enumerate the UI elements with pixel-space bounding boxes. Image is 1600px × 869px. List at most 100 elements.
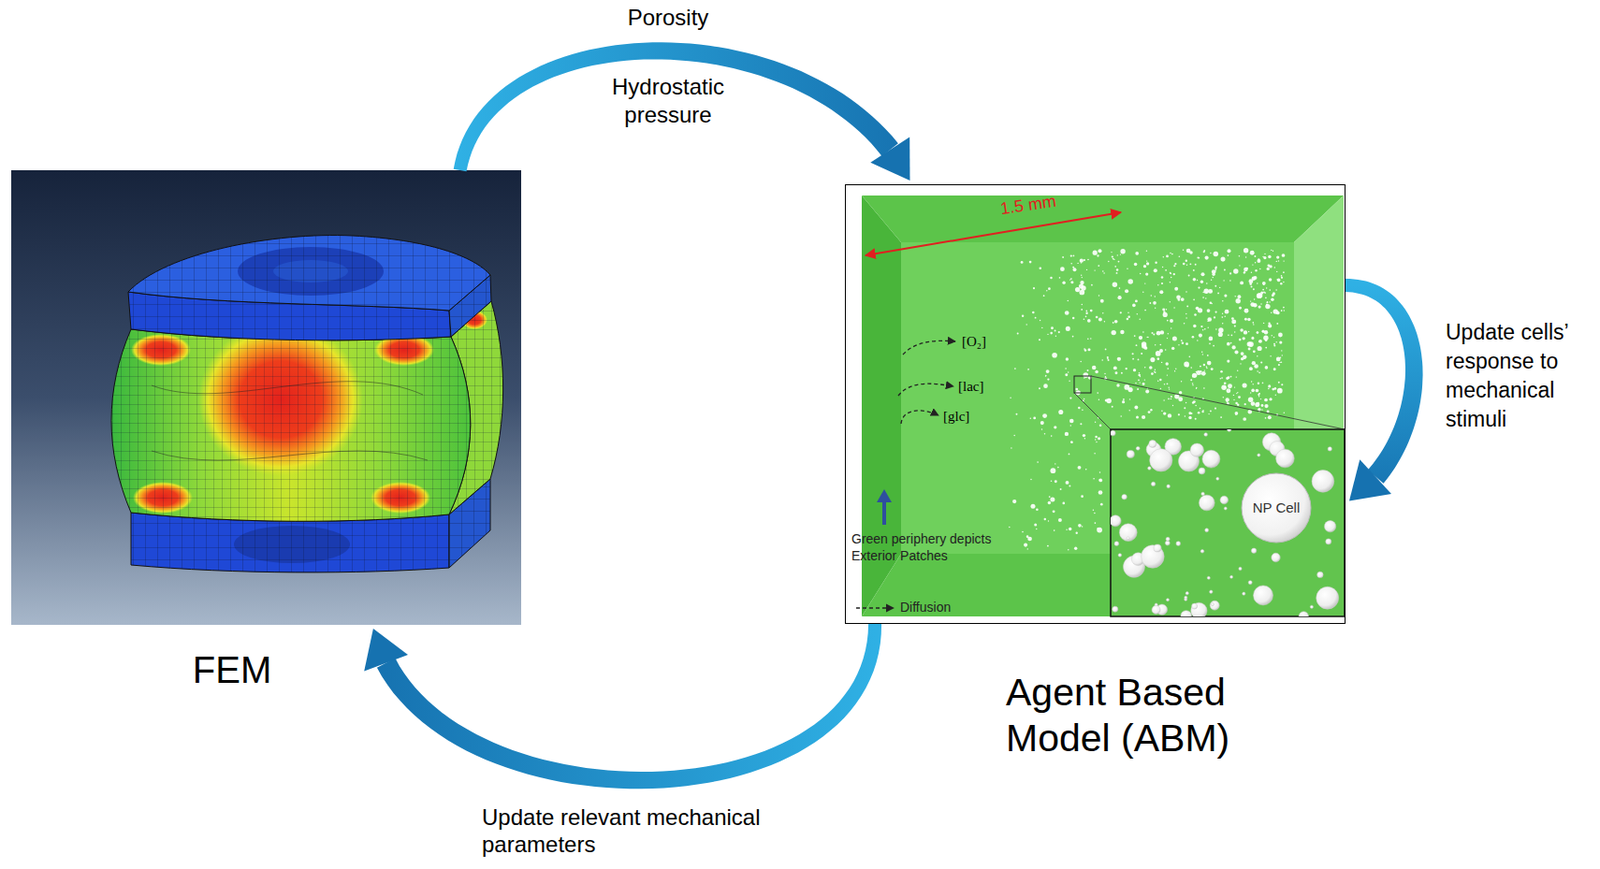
particle [1278, 333, 1283, 338]
particle [1254, 269, 1257, 272]
background [11, 170, 522, 626]
particle [1276, 322, 1279, 325]
particle [1064, 432, 1069, 437]
particle [1032, 416, 1036, 420]
particle [1138, 372, 1140, 374]
particle [1207, 354, 1209, 357]
particle [1104, 373, 1106, 375]
particle [1183, 362, 1190, 368]
particle [1276, 255, 1280, 259]
particle [1188, 355, 1191, 358]
particle [1250, 401, 1256, 407]
particle [1083, 259, 1086, 262]
particle [1029, 261, 1033, 264]
particle [1168, 387, 1170, 389]
particle [1267, 415, 1272, 420]
particle [1229, 272, 1232, 275]
particle [1317, 571, 1324, 578]
particle [1169, 272, 1172, 275]
particle [1231, 319, 1237, 324]
particle [1238, 255, 1241, 258]
arrow-band [377, 624, 882, 789]
particle [1242, 592, 1246, 596]
particle [1242, 354, 1247, 359]
particle [1113, 365, 1118, 370]
particle [1081, 304, 1083, 306]
particle [1188, 275, 1191, 277]
particle [1192, 401, 1195, 405]
particle [1274, 387, 1278, 391]
particle [1248, 581, 1252, 585]
particle [1263, 256, 1266, 260]
particle [1258, 372, 1261, 375]
particle [1178, 391, 1183, 395]
particle [1159, 290, 1164, 294]
particle [1092, 250, 1098, 256]
particle [1221, 385, 1227, 392]
particle [1183, 322, 1186, 325]
particle [1257, 407, 1261, 411]
particle [1252, 323, 1254, 325]
particle [1185, 290, 1187, 292]
particle [1151, 605, 1161, 614]
arrow-band [453, 42, 899, 172]
particle [1144, 366, 1146, 368]
particle [1221, 316, 1223, 319]
particle [1325, 538, 1332, 545]
particle [1138, 318, 1140, 320]
particle [1008, 526, 1011, 529]
particle [1267, 255, 1272, 260]
particle [1117, 254, 1119, 256]
particle [1038, 338, 1041, 341]
particle [1276, 341, 1278, 343]
particle [1236, 369, 1238, 371]
particle [1204, 328, 1207, 331]
arrow-label: Update cells’ response to mechanical sti… [1445, 318, 1596, 435]
particle [1197, 286, 1200, 289]
particle [1244, 403, 1247, 406]
particle [1096, 254, 1099, 257]
particle [1208, 343, 1211, 346]
particle [1178, 413, 1180, 416]
particle [1205, 528, 1209, 533]
particle [1197, 411, 1201, 415]
particle [1125, 367, 1128, 370]
particle [1203, 363, 1206, 366]
particle [1166, 320, 1169, 322]
particle [1021, 315, 1024, 318]
particle [1116, 383, 1120, 387]
particle [1127, 312, 1129, 314]
particle [1142, 291, 1144, 293]
particle [1093, 512, 1096, 515]
particle [1207, 576, 1210, 580]
particle [1112, 281, 1118, 287]
particle [1044, 518, 1047, 521]
particle [1213, 316, 1216, 319]
arrow-label: Update relevant mechanical parameters [481, 804, 805, 859]
particle [1220, 257, 1225, 262]
particle [1111, 330, 1117, 335]
arrow-label: Porosity [574, 3, 762, 32]
particle [1070, 262, 1073, 265]
particle [1211, 276, 1213, 278]
particle [1192, 335, 1195, 339]
particle [1059, 276, 1062, 279]
particle [1192, 277, 1197, 282]
particle [1280, 282, 1282, 285]
particle [1227, 429, 1232, 432]
particle [1253, 298, 1255, 300]
particle [1258, 395, 1260, 397]
particle [1190, 366, 1193, 369]
particle [1017, 333, 1019, 335]
particle [1206, 282, 1208, 285]
flow-arrow [1345, 278, 1424, 501]
particle [1257, 296, 1260, 299]
particle [1152, 334, 1155, 336]
particle [1239, 363, 1241, 364]
particle [1165, 254, 1169, 258]
particle [1119, 523, 1137, 542]
particle [1067, 549, 1069, 551]
particle [1067, 371, 1069, 373]
particle [1096, 392, 1099, 394]
particle [1254, 365, 1256, 367]
